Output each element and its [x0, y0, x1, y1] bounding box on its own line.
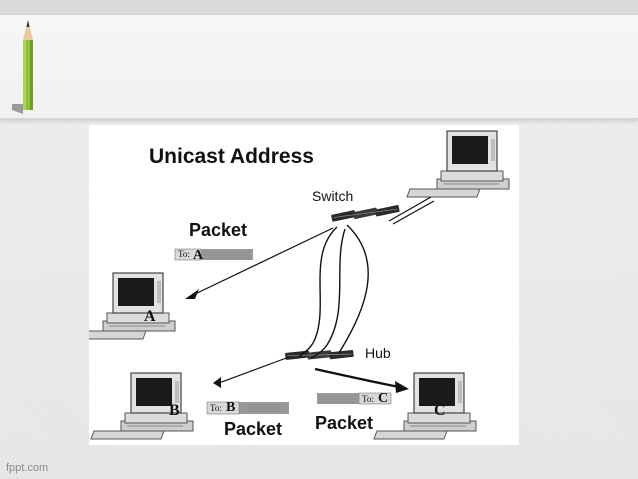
diagram-drawing	[89, 130, 510, 440]
header-strip	[0, 0, 638, 15]
packet-a-tag-prefix: To:	[178, 249, 190, 259]
packet-b-tag-dest: B	[226, 400, 236, 415]
packet-a-tag	[174, 248, 253, 261]
computer-b-label: B	[169, 402, 180, 419]
arrow-to-a-line	[192, 227, 334, 296]
arrow-to-b-head	[213, 377, 221, 388]
arrow-to-c-line	[314, 367, 400, 389]
switch-device	[330, 200, 401, 227]
switch-label: Switch	[312, 188, 354, 204]
packet-b-label: Packet	[224, 419, 283, 439]
computer-c-label: C	[434, 402, 446, 419]
arrow-to-b-line	[218, 356, 290, 384]
cable-switch-hub-2	[310, 228, 346, 359]
packet-c-label: Packet	[315, 413, 374, 433]
computer-a-label: A	[144, 308, 156, 325]
packet-a-label: Packet	[189, 220, 248, 240]
diagram-title: Unicast Address	[149, 145, 314, 168]
packet-a-tag-dest: A	[193, 248, 204, 263]
packet-c-tag	[317, 392, 392, 405]
computer-a	[89, 272, 176, 340]
arrow-to-c-head	[395, 381, 409, 393]
header-band	[0, 0, 638, 119]
arrow-to-a-head	[185, 289, 199, 299]
packet-c-tag-dest: C	[378, 391, 389, 406]
hub-label: Hub	[365, 345, 391, 361]
cable-top-to-switch-2	[392, 200, 435, 225]
computer-top-right	[406, 130, 510, 198]
cable-switch-hub-3	[338, 224, 369, 354]
watermark-text: fppt.com	[6, 462, 49, 474]
cable-switch-hub-1	[298, 226, 338, 358]
computer-c	[373, 372, 477, 440]
packet-c-tag-prefix: To:	[362, 394, 374, 404]
cable-top-to-switch	[388, 196, 432, 222]
network-diagram: Unicast Address Switch Hub Packet Packet…	[89, 125, 519, 445]
pencil-icon	[12, 20, 33, 114]
packet-stripes	[203, 251, 357, 412]
packet-b-tag-prefix: To:	[210, 403, 222, 413]
hub-device	[284, 345, 355, 365]
